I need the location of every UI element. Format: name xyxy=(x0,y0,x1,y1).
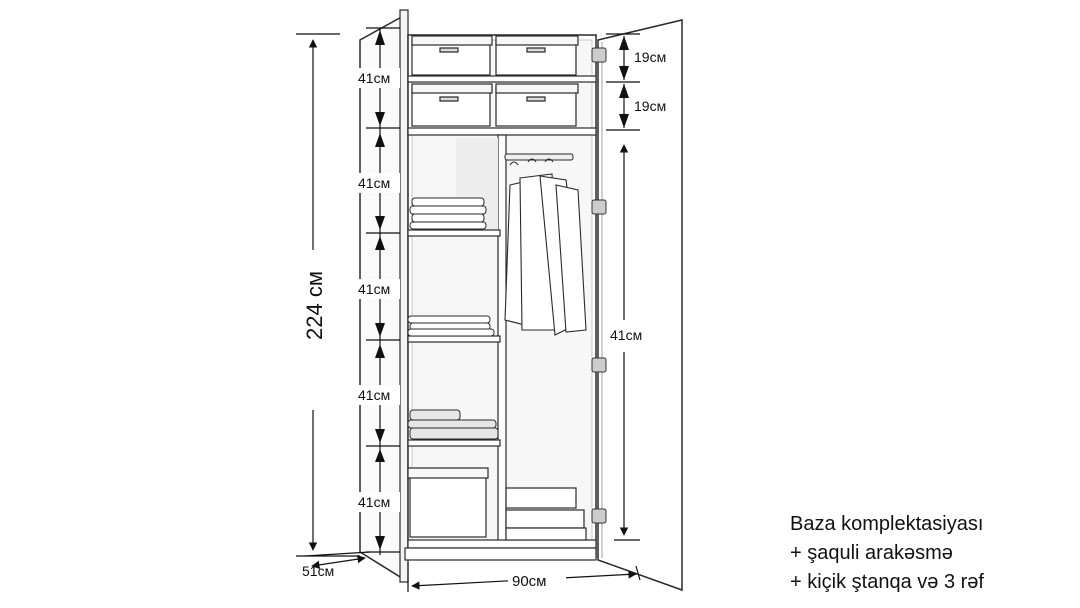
left-door-edge xyxy=(399,9,409,583)
total-height-label: 224 см xyxy=(302,271,327,340)
folded-clothes-1 xyxy=(409,197,487,230)
configuration-caption: Baza komplektasiyası + şaquli arakəsmə +… xyxy=(790,510,984,597)
section-label-1: 41см xyxy=(358,70,390,86)
depth-label: 51см xyxy=(302,563,334,579)
top-gap-label-1: 19см xyxy=(634,49,666,65)
left-shelves xyxy=(407,229,597,549)
door-inner-label: 41см xyxy=(610,327,642,343)
door-inner-dimension xyxy=(614,144,640,541)
door-hinges xyxy=(591,47,607,524)
storage-boxes-top xyxy=(411,35,579,127)
section-label-4: 41см xyxy=(358,387,390,403)
shelf-top-1 xyxy=(407,75,597,83)
shelf-top-2 xyxy=(407,127,597,136)
top-gap-arrows xyxy=(619,36,629,128)
section-label-2: 41см xyxy=(358,175,390,191)
width-label: 90см xyxy=(512,573,547,590)
top-gap-label-2: 19см xyxy=(634,98,666,114)
section-label-5: 41см xyxy=(358,494,390,510)
section-label-3: 41см xyxy=(358,281,390,297)
hanging-clothes xyxy=(504,158,587,336)
folded-clothes-3 xyxy=(407,409,499,440)
hanging-rod xyxy=(504,153,574,161)
storage-boxes-bottom xyxy=(407,467,587,541)
caption-line-2: + şaquli arakəsmə xyxy=(790,542,953,564)
folded-clothes-2 xyxy=(407,315,495,337)
caption-line-1: Baza komplektasiyası xyxy=(790,513,984,535)
depth-dimension xyxy=(304,551,371,570)
cabinet-base xyxy=(404,547,597,561)
right-door xyxy=(597,19,683,592)
caption-line-3: + kiçik ştanqa və 3 rəf xyxy=(790,571,984,593)
